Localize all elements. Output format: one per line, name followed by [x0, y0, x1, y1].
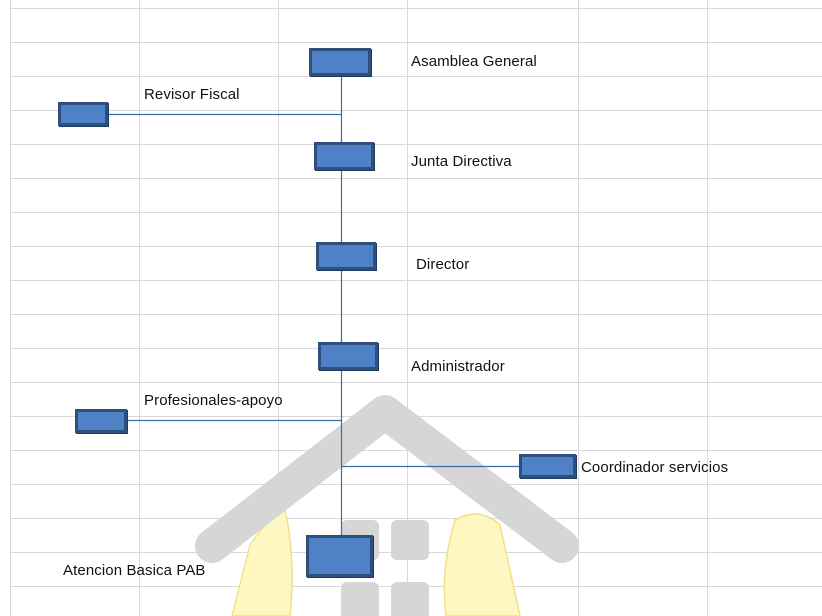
- watermark-window: [391, 582, 429, 616]
- watermark-left-wall: [231, 508, 293, 616]
- node-label-director: Director: [416, 256, 470, 273]
- node-label-administrador: Administrador: [411, 358, 505, 375]
- node-label-junta: Junta Directiva: [411, 153, 512, 170]
- node-box-profesionales[interactable]: [75, 409, 127, 433]
- watermark-roof: [195, 395, 579, 563]
- watermark-window: [391, 520, 429, 560]
- node-label-asamblea: Asamblea General: [411, 53, 537, 70]
- node-box-revisor[interactable]: [58, 102, 108, 126]
- watermark-right-wall: [443, 513, 521, 616]
- node-box-asamblea[interactable]: [309, 48, 371, 76]
- watermark-window: [341, 582, 379, 616]
- node-box-coordinador[interactable]: [519, 454, 576, 478]
- node-box-junta[interactable]: [314, 142, 374, 170]
- node-label-coordinador: Coordinador servicios: [581, 459, 729, 476]
- node-label-atencion: Atencion Basica PAB: [63, 562, 206, 579]
- node-box-director[interactable]: [316, 242, 376, 270]
- node-box-administrador[interactable]: [318, 342, 378, 370]
- node-label-revisor: Revisor Fiscal: [144, 86, 240, 103]
- node-box-atencion[interactable]: [306, 535, 373, 577]
- node-label-profesionales: Profesionales-apoyo: [144, 392, 283, 409]
